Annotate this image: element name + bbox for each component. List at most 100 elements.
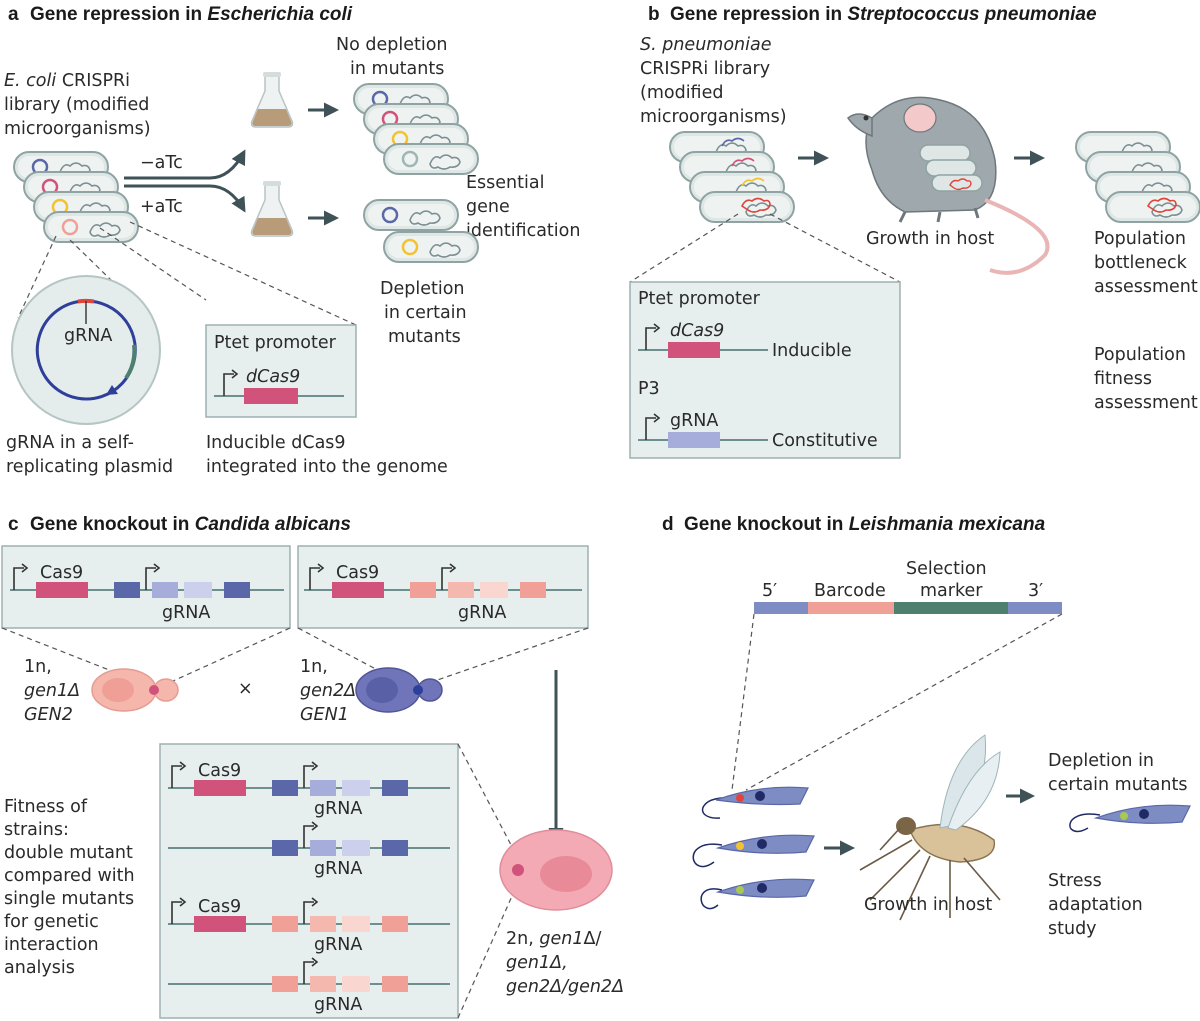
grna-dip2-label: gRNA (314, 859, 362, 879)
panel-c: c Gene knockout in Candida albicans Cas9… (1, 514, 624, 1019)
zoom-line-genome-left (99, 227, 207, 301)
fitness-b-line3: assessment (1094, 393, 1198, 413)
bottleneck-line1: Population (1094, 229, 1186, 249)
strain1-line1: 1n, (24, 657, 52, 677)
flask-minus-atc-icon (250, 71, 294, 128)
plus-atc-arrow (124, 184, 246, 213)
candida-haploid-blue-cell (355, 667, 443, 713)
strain2-line3: GEN1 (300, 705, 349, 725)
library-label-line2: library (modified (4, 95, 149, 115)
zoom-line-diploid-top (457, 743, 521, 863)
fitness-c-line8: analysis (4, 958, 75, 978)
cross-symbol: × (238, 679, 253, 699)
inducible-label: Inducible (772, 341, 852, 361)
no-depletion-line1: No depletion (336, 35, 448, 55)
panel-a-title: Gene repression in Escherichia coli (30, 4, 353, 25)
zoom-line-d-left (731, 613, 755, 791)
panel-a-letter: a (8, 4, 19, 25)
depletion-line1: Depletion (380, 279, 465, 299)
fitness-c-line3: double mutant (4, 843, 133, 863)
zoom-line-plasmid-left (17, 235, 57, 319)
panel-d: d Gene knockout in Leishmania mexicana 5… (662, 514, 1191, 939)
knockout-cassette: 5′ Barcode Selection marker 3′ (754, 559, 1062, 614)
spneumo-library-line4: microorganisms) (640, 107, 787, 127)
strain1-line2: gen1Δ (24, 681, 80, 701)
three-prime-label: 3′ (1028, 581, 1043, 601)
grna-dip3-label: gRNA (314, 935, 362, 955)
constitutive-label: Constitutive (772, 431, 878, 451)
panel-d-title: Gene knockout in Leishmania mexicana (684, 514, 1046, 535)
dcas9-caption-line2: integrated into the genome (206, 457, 448, 477)
dcas9-caption-line1: Inducible dCas9 (206, 433, 346, 453)
leishmania-population (692, 786, 815, 910)
plasmid-diagram: gRNA (11, 275, 161, 425)
bottleneck-line3: assessment (1094, 277, 1198, 297)
essential-line1: Essential (466, 173, 544, 193)
strain2-line2: gen2Δ (300, 681, 356, 701)
panel-b: b Gene repression in Streptococcus pneum… (629, 4, 1200, 459)
ptet-dcas9-box: Ptet promoter dCas9 (205, 324, 357, 418)
stress-line3: study (1048, 919, 1097, 939)
zoom-line-b-right (769, 213, 901, 283)
candida-haploid-pink-cell (91, 668, 179, 712)
grna-box2-label: gRNA (458, 603, 506, 623)
diploid-line1: 2n, gen1Δ/ (506, 929, 601, 949)
dcas9-b-label: dCas9 (670, 321, 724, 341)
five-prime-label: 5′ (762, 581, 777, 601)
depletion-stack (363, 199, 479, 263)
zoom-line-genome-right (129, 221, 357, 326)
sandfly-host-icon (859, 734, 1001, 921)
dcas9-gene-label: dCas9 (246, 367, 300, 387)
no-depletion-stack (353, 83, 479, 175)
ptet-promoter-label: Ptet promoter (214, 333, 337, 353)
population-output-stack (1075, 131, 1200, 223)
spneumo-library-line2: CRISPRi library (640, 59, 770, 79)
stress-line2: adaptation (1048, 895, 1143, 915)
plasmid-caption-line2: replicating plasmid (6, 457, 173, 477)
grna-dip4-label: gRNA (314, 995, 362, 1015)
fitness-c-line1: Fitness of (4, 797, 88, 817)
panel-b-title: Gene repression in Streptococcus pneumon… (670, 4, 1097, 25)
panel-c-title: Gene knockout in Candida albicans (30, 514, 351, 535)
cas9-dip1-label: Cas9 (198, 761, 241, 781)
grna-box1-label: gRNA (162, 603, 210, 623)
panel-c-letter: c (8, 514, 19, 535)
panel-d-letter: d (662, 514, 674, 535)
fitness-c-line2: strains: (4, 820, 69, 840)
barcode-label: Barcode (814, 581, 886, 601)
zoom-line-d-right (745, 613, 1063, 791)
selection-marker-line1: Selection (906, 559, 987, 579)
cas9-box1-label: Cas9 (40, 563, 83, 583)
depletion-line2: in certain (384, 303, 467, 323)
plasmid-caption-line1: gRNA in a self- (6, 433, 134, 453)
selection-marker-line2: marker (920, 581, 983, 601)
depletion-d-line1: Depletion in (1048, 751, 1154, 771)
leishmania-depleted (1069, 804, 1191, 833)
ptet-promoter-b-label: Ptet promoter (638, 289, 761, 309)
strain2-construct-box: Cas9 gRNA (297, 545, 589, 629)
spneumo-library-line1: S. pneumoniae (640, 35, 772, 55)
depletion-d-line2: certain mutants (1048, 775, 1187, 795)
p3-promoter-label: P3 (638, 379, 660, 399)
cas9-box2-label: Cas9 (336, 563, 379, 583)
library-label-line1: E. coli CRISPRi (4, 71, 130, 91)
strain1-line3: GEN2 (24, 705, 73, 725)
panel-b-letter: b (648, 4, 660, 25)
mouse-host-icon (846, 96, 1050, 275)
fitness-b-line1: Population (1094, 345, 1186, 365)
growth-host-label-d: Growth in host (864, 895, 992, 915)
spneumo-library-line3: (modified (640, 83, 723, 103)
no-depletion-line2: in mutants (350, 59, 444, 79)
strain2-line1: 1n, (300, 657, 328, 677)
plus-atc-label: +aTc (140, 197, 183, 217)
fitness-c-line7: interaction (4, 935, 99, 955)
essential-line3: identification (466, 221, 580, 241)
fitness-c-line5: single mutants (4, 889, 134, 909)
fitness-b-line2: fitness (1094, 369, 1152, 389)
bottleneck-line2: bottleneck (1094, 253, 1188, 273)
plasmid-grna-label: gRNA (64, 326, 112, 346)
panel-a: a Gene repression in Escherichia coli E.… (4, 4, 580, 477)
strain1-construct-box: Cas9 gRNA (1, 545, 291, 629)
zoom-line-diploid-bottom (457, 877, 521, 1019)
